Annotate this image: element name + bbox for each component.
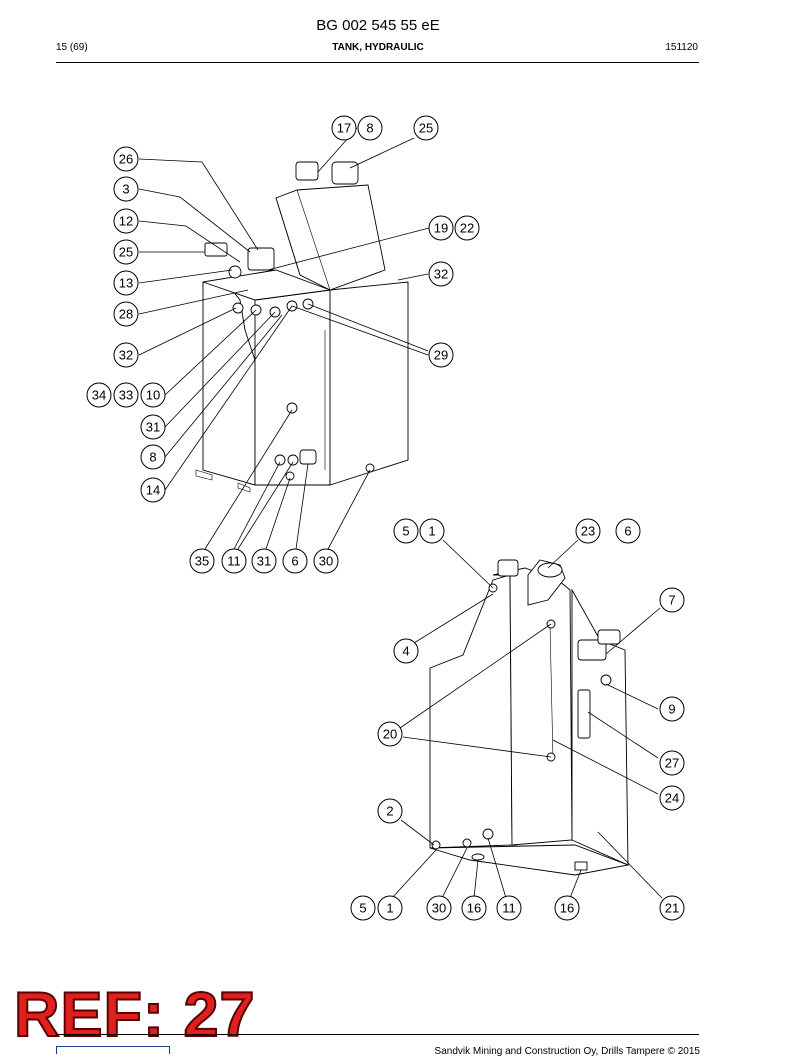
header-rule — [56, 62, 699, 63]
callout-19: 19 — [428, 215, 454, 241]
callout-4: 4 — [393, 638, 419, 664]
callout-24: 24 — [659, 785, 685, 811]
svg-text:9: 9 — [668, 702, 675, 717]
callout-8: 8 — [357, 115, 383, 141]
callout-25: 25 — [113, 239, 139, 265]
svg-text:11: 11 — [227, 554, 241, 569]
svg-text:30: 30 — [432, 901, 446, 916]
callout-1: 1 — [377, 895, 403, 921]
callout-34: 34 — [86, 382, 112, 408]
callout-32: 32 — [113, 342, 139, 368]
svg-text:23: 23 — [581, 524, 595, 539]
svg-text:6: 6 — [291, 554, 298, 569]
svg-text:28: 28 — [119, 307, 133, 322]
svg-text:12: 12 — [119, 214, 133, 229]
svg-text:34: 34 — [92, 388, 106, 403]
callout-16: 16 — [461, 895, 487, 921]
svg-text:6: 6 — [624, 524, 631, 539]
callout-21: 21 — [659, 895, 685, 921]
callout-22: 22 — [454, 215, 480, 241]
callout-8: 8 — [140, 444, 166, 470]
svg-text:1: 1 — [386, 901, 393, 916]
svg-text:4: 4 — [402, 644, 409, 659]
callout-6: 6 — [282, 548, 308, 574]
reference-stamp: REF: 27 — [13, 980, 256, 1050]
svg-text:22: 22 — [460, 221, 474, 236]
callout-31: 31 — [140, 414, 166, 440]
svg-text:8: 8 — [149, 450, 156, 465]
callout-10: 10 — [140, 382, 166, 408]
callout-16: 16 — [554, 895, 580, 921]
callout-7: 7 — [659, 587, 685, 613]
svg-text:31: 31 — [146, 420, 160, 435]
callout-30: 30 — [313, 548, 339, 574]
callout-2: 2 — [377, 798, 403, 824]
callout-12: 12 — [113, 208, 139, 234]
callout-11: 11 — [221, 548, 247, 574]
svg-text:32: 32 — [119, 348, 133, 363]
svg-text:30: 30 — [319, 554, 333, 569]
svg-text:7: 7 — [668, 593, 675, 608]
callout-9: 9 — [659, 696, 685, 722]
svg-text:2: 2 — [386, 804, 393, 819]
svg-text:10: 10 — [146, 388, 160, 403]
callout-23: 23 — [575, 518, 601, 544]
leader-lines — [138, 127, 663, 899]
footer-rule — [56, 1034, 699, 1035]
tank-lower-view — [429, 559, 630, 876]
svg-text:5: 5 — [402, 524, 409, 539]
svg-text:8: 8 — [366, 121, 373, 136]
sandvik-logo — [56, 1046, 170, 1054]
callout-17: 17 — [331, 115, 357, 141]
callout-11: 11 — [496, 895, 522, 921]
date-code: 151120 — [665, 42, 698, 53]
svg-text:19: 19 — [434, 221, 448, 236]
svg-text:16: 16 — [467, 901, 481, 916]
svg-text:14: 14 — [146, 483, 160, 498]
callout-27: 27 — [659, 750, 685, 776]
svg-text:20: 20 — [383, 727, 397, 742]
svg-text:25: 25 — [419, 121, 433, 136]
svg-text:16: 16 — [560, 901, 574, 916]
callout-33: 33 — [113, 382, 139, 408]
svg-text:25: 25 — [119, 245, 133, 260]
svg-text:29: 29 — [434, 348, 448, 363]
svg-text:3: 3 — [122, 182, 129, 197]
svg-text:5: 5 — [359, 901, 366, 916]
callout-26: 26 — [113, 146, 139, 172]
page-title: TANK, HYDRAULIC — [332, 42, 424, 53]
callout-28: 28 — [113, 301, 139, 327]
callout-1: 1 — [419, 518, 445, 544]
svg-text:33: 33 — [119, 388, 133, 403]
svg-text:32: 32 — [434, 267, 448, 282]
svg-text:24: 24 — [665, 791, 679, 806]
callout-3: 3 — [113, 176, 139, 202]
svg-text:27: 27 — [665, 756, 679, 771]
callout-29: 29 — [428, 342, 454, 368]
callout-31: 31 — [251, 548, 277, 574]
footer-copyright: Sandvik Mining and Construction Oy, Dril… — [434, 1046, 700, 1057]
callout-25: 25 — [413, 115, 439, 141]
svg-text:17: 17 — [337, 121, 351, 136]
callout-5: 5 — [350, 895, 376, 921]
svg-text:21: 21 — [665, 901, 679, 916]
callout-5: 5 — [393, 518, 419, 544]
callout-6: 6 — [615, 518, 641, 544]
tank-upper-view — [195, 161, 409, 493]
callout-20: 20 — [377, 721, 403, 747]
svg-text:31: 31 — [257, 554, 271, 569]
svg-text:11: 11 — [502, 901, 516, 916]
svg-text:13: 13 — [119, 276, 133, 291]
page-number: 15 (69) — [56, 42, 88, 53]
callout-32: 32 — [428, 261, 454, 287]
svg-text:1: 1 — [428, 524, 435, 539]
svg-text:26: 26 — [119, 152, 133, 167]
svg-text:35: 35 — [195, 554, 209, 569]
callout-30: 30 — [426, 895, 452, 921]
document-number: BG 002 545 55 eE — [316, 17, 440, 34]
callout-14: 14 — [140, 477, 166, 503]
callout-35: 35 — [189, 548, 215, 574]
callout-13: 13 — [113, 270, 139, 296]
